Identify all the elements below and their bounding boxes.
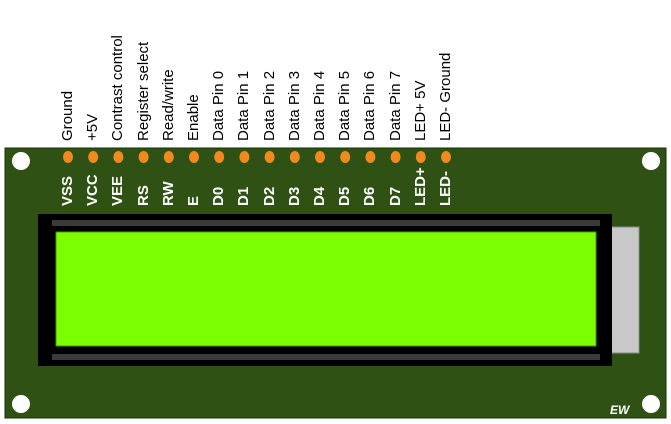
pin-description-vss: Ground — [59, 90, 76, 141]
pin-description-d5: Data Pin 5 — [336, 70, 354, 141]
pin-code-vcc: VCC — [84, 174, 102, 206]
pin-code-d7: D7 — [386, 186, 404, 206]
pin-pad-d4 — [315, 151, 325, 163]
pin-pad-e — [189, 151, 199, 163]
pin-description-d7: Data Pin 7 — [386, 70, 404, 141]
pin-pad-d6 — [365, 151, 376, 163]
pin-pad-rs — [138, 151, 149, 163]
pin-code-d6: D6 — [361, 186, 379, 206]
pin-description-led-minus: LED- Ground — [437, 52, 454, 141]
pin-code-rw: RW — [159, 181, 177, 206]
pin-code-d4: D4 — [311, 186, 328, 206]
pin-code-d1: D1 — [235, 186, 253, 206]
pin-description-d0: Data Pin 0 — [210, 70, 228, 141]
mounting-hole-bottom-left — [12, 395, 30, 413]
pin-description-vcc: +5V — [84, 113, 102, 141]
pin-description-d1: Data Pin 1 — [235, 70, 253, 141]
pin-pad-rw — [163, 151, 174, 163]
pin-pad-led-minus — [441, 151, 451, 163]
pin-code-d0: D0 — [210, 186, 228, 206]
pin-description-vee: Contrast control — [109, 35, 127, 141]
bezel-bottom-strip — [52, 354, 600, 360]
pin-description-d4: Data Pin 4 — [311, 70, 328, 141]
mounting-hole-top-right — [642, 152, 660, 170]
watermark-ew: EW — [610, 403, 631, 417]
pin-code-rs: RS — [134, 185, 152, 206]
bezel-top-strip — [52, 220, 600, 226]
pin-code-d3: D3 — [285, 186, 303, 206]
pin-pad-vee — [113, 151, 124, 163]
pin-pad-d0 — [214, 151, 225, 163]
pin-pad-d2 — [264, 151, 275, 163]
pin-description-d2: Data Pin 2 — [260, 70, 278, 141]
pin-pad-d1 — [239, 151, 250, 163]
pin-code-d2: D2 — [260, 186, 278, 206]
pin-code-led-minus: LED- — [437, 171, 454, 206]
pin-code-vss: VSS — [59, 175, 76, 206]
pin-description-led-plus: LED+ 5V — [411, 80, 429, 141]
pin-description-rw: Read/write — [159, 69, 177, 141]
pin-pad-vcc — [88, 151, 99, 163]
mounting-hole-top-left — [12, 152, 30, 170]
lcd-screen — [55, 231, 597, 347]
pin-code-d5: D5 — [336, 186, 354, 206]
pin-description-rs: Register select — [134, 41, 152, 141]
pin-pad-vss — [63, 151, 73, 163]
pin-code-vee: VEE — [109, 175, 127, 206]
pin-code-e: E — [185, 195, 202, 206]
mounting-hole-bottom-right — [642, 395, 660, 413]
pin-description-d6: Data Pin 6 — [361, 70, 379, 141]
pin-pad-d3 — [289, 151, 300, 163]
pin-pad-led-plus — [415, 151, 426, 163]
pin-pad-d7 — [390, 151, 401, 163]
pin-description-e: Enable — [185, 94, 202, 141]
pin-code-led-plus: LED+ — [411, 167, 429, 206]
pin-pad-d5 — [340, 151, 351, 163]
pin-description-d3: Data Pin 3 — [285, 70, 303, 141]
